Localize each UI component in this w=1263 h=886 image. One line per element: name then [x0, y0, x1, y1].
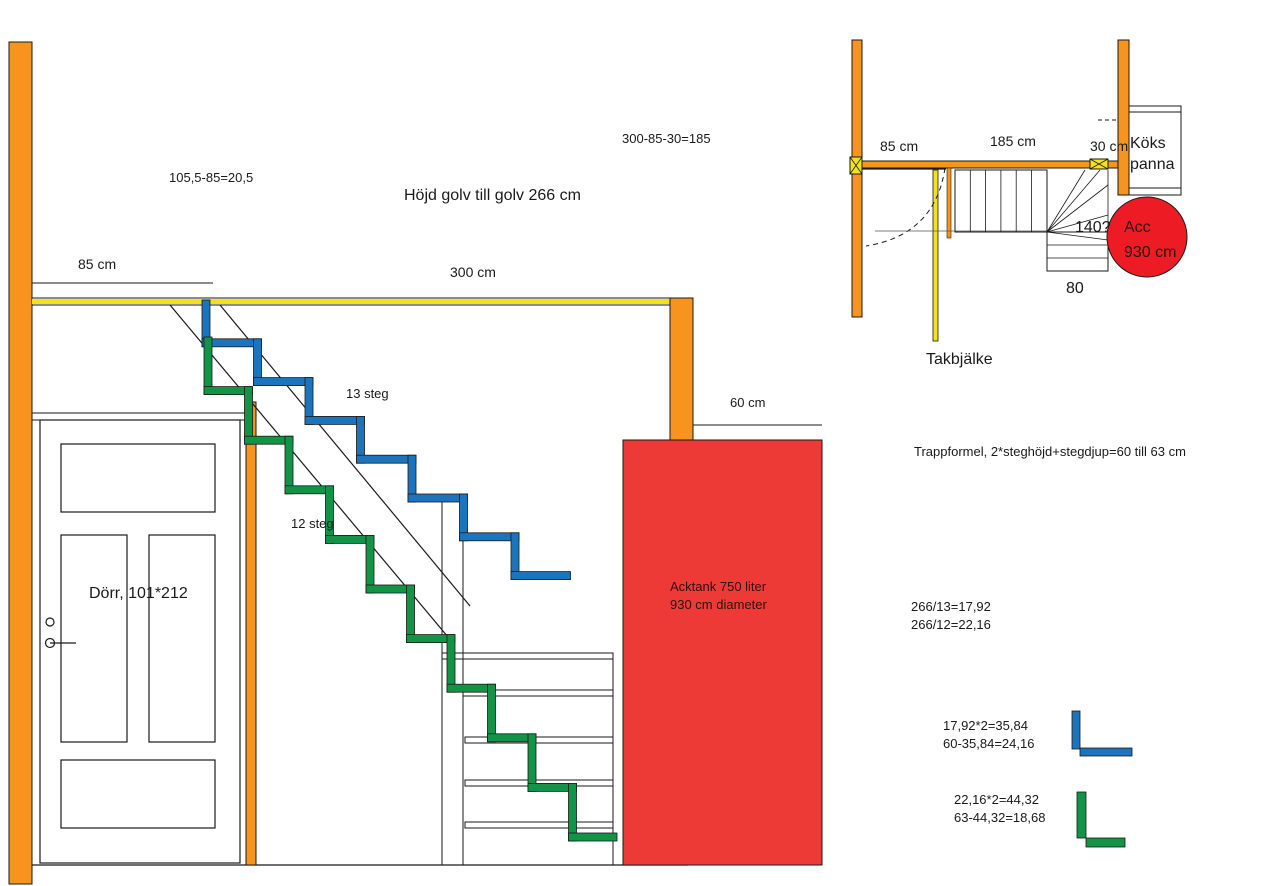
ceiling-beam	[32, 299, 670, 304]
plan-stair-treads	[969, 170, 1032, 232]
plan-acc-label-line2: 930 cm	[1124, 244, 1176, 261]
plan-left-post	[851, 39, 863, 318]
green-step-riser	[487, 683, 496, 743]
door-panel-right	[148, 534, 216, 743]
green-step-tread	[568, 832, 618, 842]
elevation-view: 105,5-85=20,5 300-85-30=185 Höjd golv ti…	[8, 41, 823, 885]
accumulator-tank	[622, 439, 823, 866]
blue-step-tread	[459, 532, 520, 542]
door-panel-top	[60, 443, 216, 513]
calculation-notes: Trappformel, 2*steghöjd+stegdjup=60 till…	[911, 444, 1186, 848]
door	[39, 419, 241, 864]
blue-step-legend-riser	[1071, 710, 1081, 750]
calc-offset: 105,5-85=20,5	[169, 170, 253, 185]
dim-85-label: 85 cm	[78, 256, 116, 272]
green-calc-line2: 63-44,32=18,68	[954, 810, 1045, 825]
green-step-riser	[568, 783, 577, 842]
right-wall-post	[669, 297, 694, 441]
green-calc-line1: 22,16*2=44,32	[954, 792, 1039, 807]
blue-steps-13	[201, 299, 571, 580]
plan-stove-label-line2: panna	[1130, 156, 1175, 173]
steps-13-label: 13 steg	[346, 386, 389, 401]
plan-horizontal-beam	[861, 160, 1119, 169]
plan-right-post	[1117, 39, 1130, 196]
plan-dim-85-label: 85 cm	[880, 138, 918, 154]
green-step-riser	[203, 336, 213, 395]
calc-main: 300-85-30=185	[622, 131, 711, 146]
green-step-riser	[406, 584, 415, 643]
plan-dim-30-label: 30 cm	[1090, 138, 1128, 154]
door-panel-left	[60, 534, 128, 743]
cabinet-outline	[441, 652, 614, 866]
dim-300-label: 300 cm	[450, 264, 496, 280]
plan-dim-80-label: 80	[1066, 280, 1084, 297]
green-step-legend-riser	[1076, 791, 1087, 839]
plan-view: 85 cm 185 cm 30 cm Köks panna Acc 930 cm…	[849, 39, 1188, 368]
tank-label-line1: Acktank 750 liter	[670, 579, 767, 594]
green-step-riser	[365, 535, 375, 594]
blue-step-tread	[407, 493, 468, 503]
plan-ceiling-joist	[932, 169, 939, 342]
blue-step-legend-tread	[1079, 747, 1133, 757]
blue-step-tread	[304, 415, 365, 425]
stair-formula: Trappformel, 2*steghöjd+stegdjup=60 till…	[914, 444, 1186, 459]
blue-calc-line2: 60-35,84=24,16	[943, 736, 1034, 751]
green-step-riser	[325, 485, 334, 544]
calc-div-12: 266/12=22,16	[911, 617, 991, 632]
blue-step-tread	[356, 454, 417, 464]
plan-dim-140-label: 140?	[1075, 219, 1111, 236]
stair-stringer-lower	[169, 304, 449, 638]
green-step-riser	[446, 634, 456, 693]
green-step-riser	[244, 386, 253, 445]
door-label: Dörr, 101*212	[89, 585, 188, 602]
door-panel-bottom	[60, 759, 216, 829]
left-wall-post	[8, 41, 33, 885]
steps-12-label: 12 steg	[291, 516, 334, 531]
green-step-legend-tread	[1085, 837, 1126, 848]
door-keyhole	[45, 617, 55, 627]
door-side-post	[245, 401, 257, 866]
blue-step-tread	[253, 377, 314, 387]
green-step-riser	[284, 435, 294, 495]
calc-div-13: 266/13=17,92	[911, 599, 991, 614]
plan-stove-label-line1: Köks	[1130, 135, 1166, 152]
tank-label-line2: 930 cm diameter	[670, 597, 767, 612]
plan-accumulator-tank	[1106, 196, 1188, 278]
green-steps-12	[203, 336, 618, 842]
plan-small-post	[946, 167, 952, 239]
blue-calc-line1: 17,92*2=35,84	[943, 718, 1028, 733]
height-label: Höjd golv till golv 266 cm	[404, 187, 581, 204]
dim-60-label: 60 cm	[730, 395, 765, 410]
plan-lower-steps	[1046, 231, 1109, 272]
plan-acc-label-line1: Acc	[1124, 219, 1151, 236]
green-step-riser	[527, 733, 537, 792]
blue-step-tread	[510, 571, 571, 580]
plan-dim-185-label: 185 cm	[990, 133, 1036, 149]
plan-beam-label: Takbjälke	[926, 351, 993, 368]
plan-kitchen-stove	[1128, 105, 1182, 196]
